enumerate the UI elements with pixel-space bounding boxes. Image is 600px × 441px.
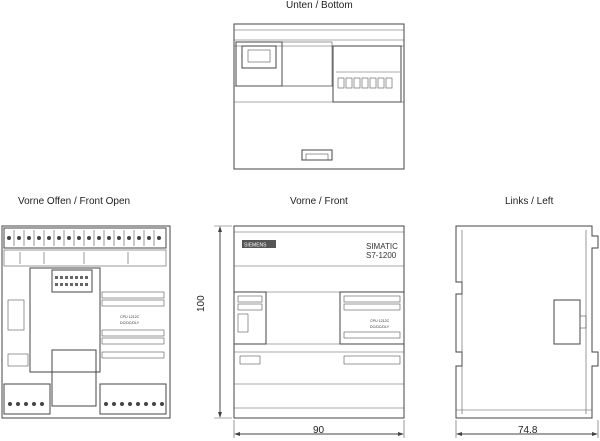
width-dimension-label: 90 bbox=[313, 425, 325, 436]
height-dimension bbox=[214, 225, 232, 419]
brand-s7-1200: S7-1200 bbox=[366, 251, 397, 260]
depth-dimension bbox=[455, 420, 599, 438]
depth-dimension-label: 74.8 bbox=[518, 425, 538, 436]
bottom-view bbox=[233, 23, 405, 170]
front-open-cpu-variant: DC/DC/DLY bbox=[120, 321, 140, 325]
brand-simatic: SIMATIC bbox=[366, 242, 398, 251]
left-view-title: Links / Left bbox=[505, 196, 554, 207]
front-open-view: CPU 1212C DC/DC/DLY bbox=[1, 225, 171, 419]
bottom-view-title: Unten / Bottom bbox=[286, 0, 353, 11]
front-open-cpu-model: CPU 1212C bbox=[120, 315, 140, 319]
width-dimension bbox=[233, 420, 405, 438]
front-view: SIEMENS SIMATIC S7-1200 CPU 1212C DC/DC/… bbox=[233, 225, 405, 419]
front-cpu-model: CPU 1212C bbox=[370, 319, 390, 323]
siemens-logo-text: SIEMENS bbox=[244, 243, 267, 249]
left-view bbox=[455, 225, 599, 419]
front-cpu-variant: DC/DC/DLY bbox=[370, 325, 390, 329]
front-view-title: Vorne / Front bbox=[290, 196, 348, 207]
front-open-view-title: Vorne Offen / Front Open bbox=[18, 196, 131, 207]
